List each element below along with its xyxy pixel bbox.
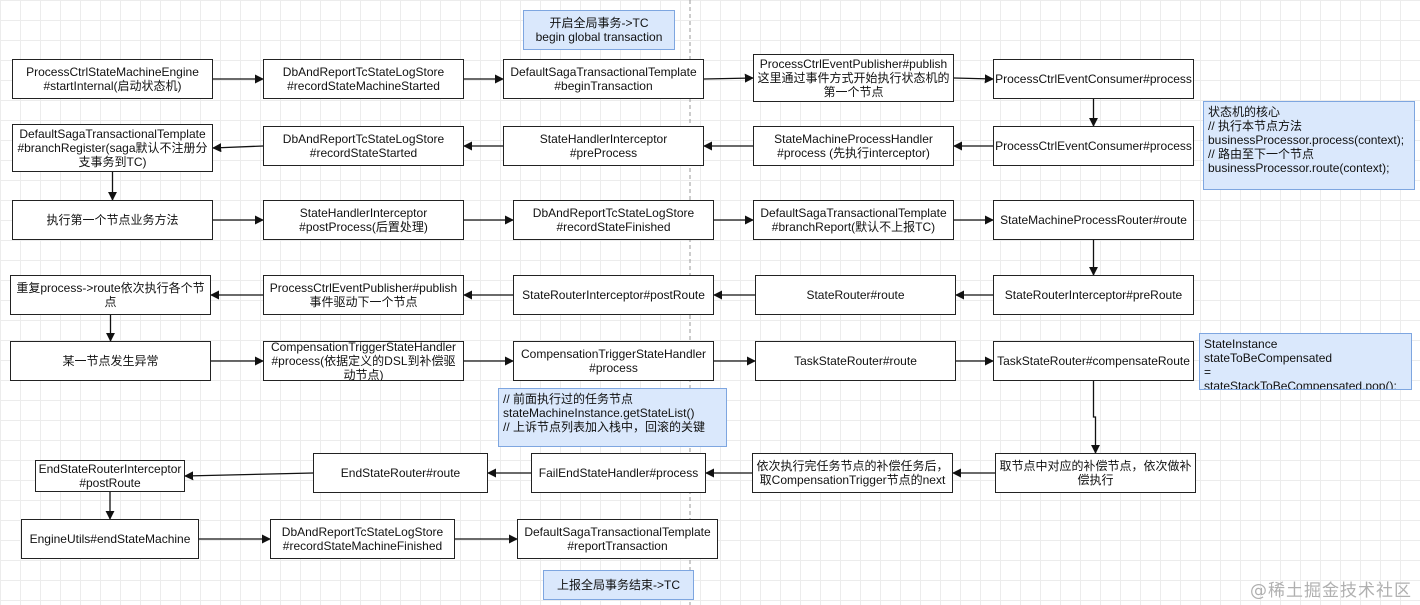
flow-node-n16: StateRouterInterceptor#preRoute — [993, 275, 1194, 315]
annotation-note-m2: 状态机的核心 // 执行本节点方法 businessProcessor.proc… — [1203, 101, 1415, 190]
flow-node-n24: TaskStateRouter#route — [755, 341, 956, 381]
watermark: @稀土掘金技术社区 — [1250, 581, 1412, 601]
flow-node-n23: CompensationTriggerStateHandler #process — [513, 341, 714, 381]
flow-node-n30: EndStateRouterInterceptor #postRoute — [35, 460, 185, 492]
edge-group — [105, 73, 1101, 544]
flow-node-n5: ProcessCtrlEventConsumer#process — [993, 59, 1194, 99]
flow-arrow-n3-n4 — [703, 73, 754, 83]
flow-node-n14: DefaultSagaTransactionalTemplate #branch… — [753, 200, 954, 240]
flow-node-n22: CompensationTriggerStateHandler #process… — [263, 341, 464, 381]
flow-node-n18: StateRouterInterceptor#postRoute — [513, 275, 714, 315]
annotation-note-m4: // 前面执行过的任务节点 stateMachineInstance.getSt… — [498, 388, 727, 447]
flow-node-n7: StateMachineProcessHandler #process (先执行… — [753, 126, 954, 166]
flow-node-n21: 某一节点发生异常 — [10, 341, 211, 381]
flow-node-n26: 取节点中对应的补偿节点，依次做补偿执行 — [995, 453, 1196, 493]
flow-node-n29: EndStateRouter#route — [313, 453, 488, 493]
flow-arrow-n25-n26 — [1090, 381, 1101, 454]
flow-node-n25: TaskStateRouter#compensateRoute — [993, 341, 1194, 381]
flow-node-n12: StateHandlerInterceptor #postProcess(后置处… — [263, 200, 464, 240]
flow-node-n10: DefaultSagaTransactionalTemplate #branch… — [12, 124, 213, 172]
flow-node-n20: 重复process->route依次执行各个节点 — [10, 275, 211, 315]
flow-node-n9: DbAndReportTcStateLogStore #recordStateS… — [263, 126, 464, 166]
flow-node-n8: StateHandlerInterceptor #preProcess — [503, 126, 704, 166]
flow-node-n2: DbAndReportTcStateLogStore #recordStateM… — [263, 59, 464, 99]
flow-node-n31: EngineUtils#endStateMachine — [21, 519, 199, 559]
flow-node-n6: ProcessCtrlEventConsumer#process — [993, 126, 1194, 166]
annotation-note-m5: 上报全局事务结束->TC — [543, 570, 694, 600]
flow-node-n3: DefaultSagaTransactionalTemplate #beginT… — [503, 59, 704, 99]
flow-node-n1: ProcessCtrlStateMachineEngine #startInte… — [12, 59, 213, 99]
flow-node-n15: StateMachineProcessRouter#route — [993, 200, 1194, 240]
flow-arrow-n29-n30 — [184, 471, 314, 481]
flow-arrow-n4-n5 — [953, 74, 994, 84]
flow-node-n33: DefaultSagaTransactionalTemplate #report… — [517, 519, 718, 559]
flow-arrow-n9-n10 — [212, 143, 264, 153]
flow-node-n32: DbAndReportTcStateLogStore #recordStateM… — [270, 519, 455, 559]
flow-node-n17: StateRouter#route — [755, 275, 956, 315]
flow-node-n4: ProcessCtrlEventPublisher#publish 这里通过事件… — [753, 54, 954, 102]
flow-node-n13: DbAndReportTcStateLogStore #recordStateF… — [513, 200, 714, 240]
flow-node-n19: ProcessCtrlEventPublisher#publish 事件驱动下一… — [263, 275, 464, 315]
flow-node-n28: FailEndStateHandler#process — [531, 453, 706, 493]
annotation-note-m1: 开启全局事务->TC begin global transaction — [523, 10, 675, 50]
annotation-note-m3: StateInstance stateToBeCompensated = sta… — [1199, 333, 1412, 390]
flow-node-n27: 依次执行完任务节点的补偿任务后，取CompensationTrigger节点的n… — [752, 453, 953, 493]
flow-node-n11: 执行第一个节点业务方法 — [12, 200, 213, 240]
